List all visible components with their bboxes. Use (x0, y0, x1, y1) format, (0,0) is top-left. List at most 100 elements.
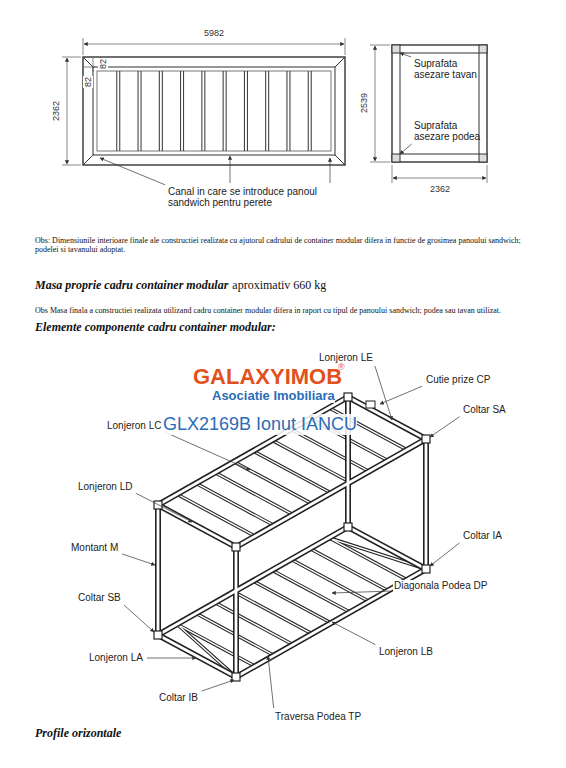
dimension-line (393, 178, 486, 179)
corner-fitting (422, 565, 430, 573)
extension-line (62, 57, 81, 165)
frame-outline (392, 45, 487, 162)
cross-beam-inner (291, 559, 369, 601)
cross-beam (234, 592, 312, 634)
cross-beam (291, 559, 369, 601)
leader-line (268, 656, 274, 708)
cross-beam (196, 483, 274, 525)
wall-post (223, 71, 226, 151)
leader-line (122, 554, 155, 565)
dimension-value: 2539 (359, 92, 369, 114)
leader-line (230, 156, 231, 183)
frame-beam-inner (158, 505, 236, 547)
cross-beam-inner (253, 581, 331, 623)
corner-fitting (154, 631, 162, 639)
corner-block (479, 154, 487, 162)
callout-text: Canal in care se introduce panoul sandwi… (168, 186, 333, 208)
part-name: Cutie prize CP (425, 374, 491, 385)
corner-fitting (154, 501, 162, 509)
part-name: Lonjeron LA (88, 652, 144, 663)
cross-beam-inner (291, 429, 369, 471)
cross-beam-inner (272, 570, 350, 612)
frame-beam (158, 505, 236, 547)
cross-beam (215, 473, 293, 515)
frame-beam (233, 547, 239, 677)
leader-line (332, 622, 375, 645)
callout-text: Suprafata asezare tavan (414, 58, 484, 80)
dimension-value: 82 (83, 76, 93, 88)
frame-beam-inner (158, 635, 236, 677)
corner-gusset (83, 57, 345, 165)
frame-beam (348, 527, 426, 569)
wall-post (159, 71, 162, 151)
dimension-line (84, 44, 344, 45)
cross-beam (215, 603, 293, 645)
frame-beam (423, 439, 429, 569)
dimension-line (375, 46, 376, 161)
leader-line (330, 158, 331, 183)
cross-beam (177, 494, 255, 536)
leader-line (430, 543, 460, 566)
note-text: Obs: Dimensiunile interioare finale ale … (35, 236, 545, 254)
leader-line (202, 680, 234, 691)
cross-beam (253, 581, 331, 623)
frame-outline (83, 57, 345, 165)
wall-post (117, 71, 120, 151)
heading-text: aproximativ 660 kg (232, 278, 326, 293)
cross-beam-inner (196, 483, 274, 525)
cross-beam (272, 440, 350, 482)
dimension-line (83, 57, 95, 72)
corner-fitting (344, 523, 352, 531)
part-name: Montant M (70, 542, 119, 553)
watermark: GALAXYIMOB (193, 364, 342, 390)
frame-beam-inner (425, 439, 428, 569)
callout-text: Suprafata asezare podea (414, 120, 484, 142)
corner-fitting (232, 673, 240, 681)
frame-beam-inner (236, 439, 426, 547)
corner-fitting (232, 543, 240, 551)
frame-inner (93, 67, 335, 155)
part-name: Diagonala Podea DP (393, 580, 488, 591)
watermark: Asociatie Imobiliara (212, 388, 335, 403)
part-name: Coltar IB (158, 692, 199, 703)
part-name: Coltar SA (462, 404, 507, 415)
corner-fitting (344, 393, 352, 401)
heading-text: Masa proprie cadru container modular (35, 278, 228, 293)
corner-block (392, 45, 400, 53)
watermark: ® (338, 362, 345, 372)
socket-box (366, 401, 375, 408)
cross-beam-inner (234, 592, 312, 634)
part-name: Coltar IA (462, 530, 503, 541)
leader-line (375, 366, 392, 420)
cross-beam (253, 451, 331, 493)
leader-line (124, 605, 154, 632)
side-view (392, 45, 487, 162)
channel-line (97, 71, 331, 151)
isometric-frame (154, 393, 430, 681)
dimension-value: 2362 (429, 184, 451, 194)
frame-beam-inner (235, 547, 238, 677)
part-name: Lonjeron LC (106, 420, 162, 431)
part-name: Coltar SB (77, 592, 122, 603)
dimension-value: 2362 (51, 100, 61, 122)
cross-beam (291, 429, 369, 471)
leader-line (165, 432, 250, 470)
cross-beam (272, 570, 350, 612)
frame-beam-inner (157, 505, 160, 635)
wall-post (266, 71, 269, 151)
leader-line (136, 493, 192, 522)
wall-post (308, 71, 311, 151)
watermark: GLX2169B Ionut IANCU (163, 414, 357, 435)
frame-beam-inner (158, 527, 348, 635)
leader-line (147, 658, 196, 659)
part-name: Traversa Podea TP (274, 711, 362, 722)
leader-line (400, 144, 412, 154)
part-name: Lonjeron LD (77, 481, 133, 492)
corner-block (479, 45, 487, 53)
heading-text: Elemente componente cadru container modu… (35, 320, 276, 335)
cross-beam-inner (272, 440, 350, 482)
extension-line (370, 45, 390, 162)
wall-post (244, 71, 247, 151)
wall-post (181, 71, 184, 151)
